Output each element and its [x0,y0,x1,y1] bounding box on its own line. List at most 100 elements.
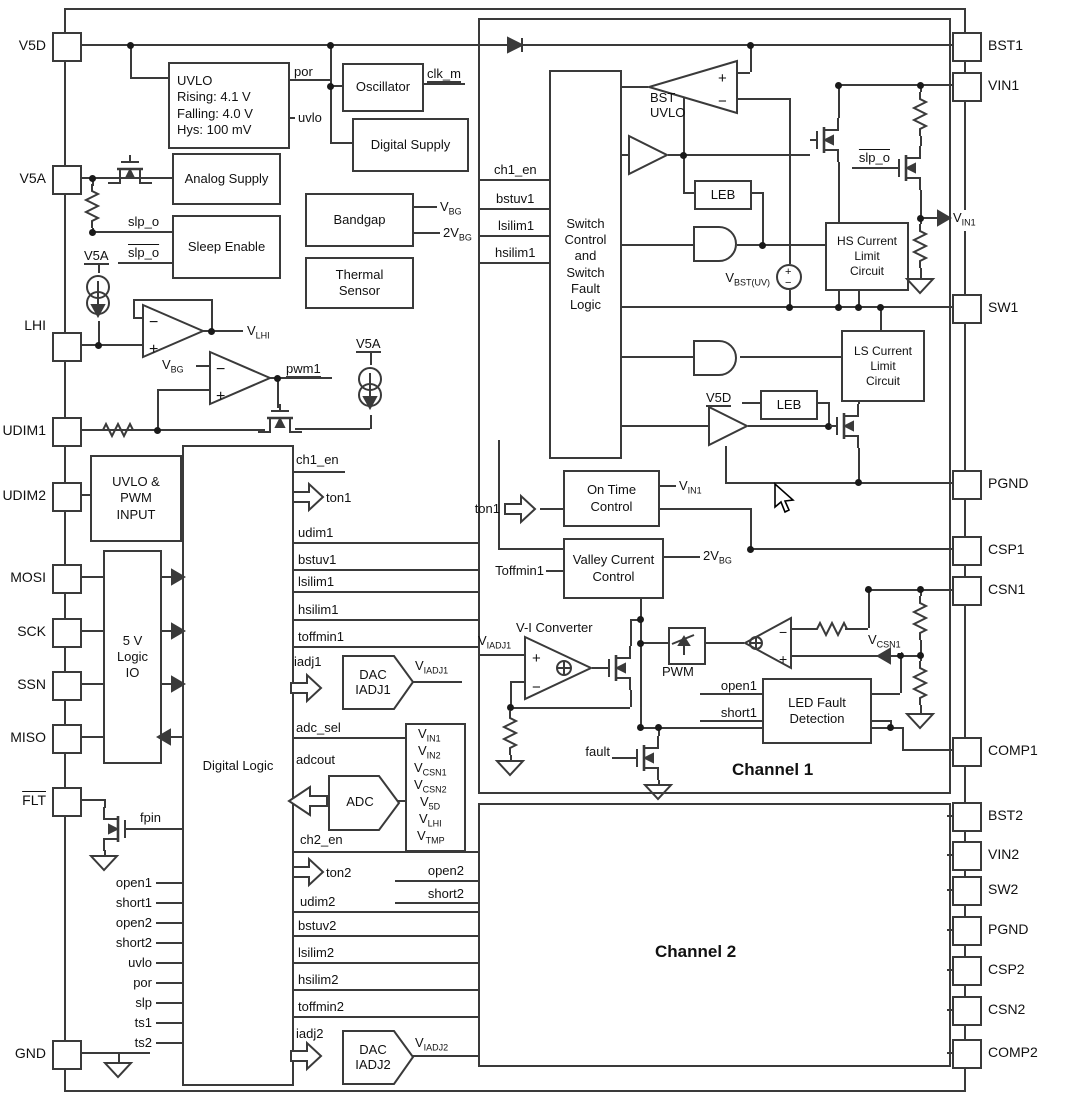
pin-mosi [52,564,82,594]
wire [618,154,628,156]
wire [700,693,762,695]
pin-csn1 [952,576,982,606]
junction-dot [208,328,215,335]
wire [79,683,103,685]
wire [658,780,660,784]
adc-shape [328,775,400,831]
label: UVLO [650,105,686,120]
wire [750,548,952,550]
ch2-en-label: ch2_en [300,832,343,847]
wire [838,84,840,118]
label: IADJ2 [423,1042,449,1053]
pin-v5a [52,165,82,195]
pwm1-current-source-icon [358,367,382,409]
label [292,858,324,886]
label [102,805,134,853]
label: − [779,624,787,640]
label [890,144,922,192]
wire [858,448,860,482]
wire [668,154,810,156]
label: Switch [566,215,605,231]
ton1-ch1-arrow-icon [504,495,536,523]
wire [79,736,103,738]
wire [196,365,210,367]
label: Sensor [338,283,381,298]
wire [420,83,465,85]
wire [618,86,648,88]
viadj1-out-label: VIADJ1 [415,658,448,679]
label: Circuit [849,264,884,278]
oscillator-block: Oscillator [342,63,424,112]
wire [98,264,100,273]
pin-label-pgnd2: PGND [988,921,1029,937]
junction-dot [917,215,924,222]
junction-dot [95,342,102,349]
leb2-block: LEB [760,390,818,420]
iadj1-label: iadj1 [294,654,322,669]
wire [118,1052,120,1062]
label: DAC [359,667,387,682]
ton2-arrow-icon [292,858,324,886]
label: CSN1 [422,767,447,778]
junction-dot [759,242,766,249]
uvlo-signal-label: uvlo [298,110,322,125]
junction-dot [747,546,754,553]
vbstuv-label: VBST(UV) [698,270,770,291]
label: LS Current [853,343,913,358]
ls-fet-icon [828,402,860,450]
ts2-in-label: ts2 [134,1035,152,1050]
wire [157,389,159,430]
wire [290,542,478,544]
flt-ground-icon [90,855,118,871]
label: BG [718,555,732,566]
label [104,1062,132,1078]
wire [330,142,352,144]
por-label: por [294,64,313,79]
pin-label-v5a: V5A [19,170,46,186]
pin-sck [52,618,82,648]
label: V [725,270,734,285]
fault-fet-icon [628,734,660,782]
junction-dot [917,652,924,659]
label: HS Current [836,234,898,248]
label: V [417,828,426,843]
label [878,649,890,663]
wire [79,630,103,632]
wire [742,402,760,404]
wire [902,749,952,751]
pin-label-comp1: COMP1 [988,742,1038,758]
label [503,37,535,53]
label: LED Fault [788,694,846,710]
pin-label-ssn: SSN [17,676,46,692]
label [290,1042,322,1070]
wire [65,8,966,10]
wire [737,72,750,74]
wire [740,356,841,358]
label: IN1 [426,733,441,744]
bstuv1-label: bstuv1 [298,552,337,567]
csn-res-bot-icon [913,660,927,706]
vi-converter-label: V-I Converter [516,620,593,635]
label: V [868,632,877,647]
label: CSN1 [876,639,901,650]
ton1-label: ton1 [326,490,352,505]
iadj2-label: iadj2 [296,1026,324,1041]
wire [748,425,830,427]
wire [478,208,549,210]
label [343,1031,413,1084]
pin-flt [52,787,82,817]
and2-gate-icon [693,340,737,376]
wire [640,642,668,644]
junction-dot [917,586,924,593]
wire [852,167,892,169]
vi-opamp-icon: +− [524,636,592,700]
iadj2-arrow-icon [290,1042,322,1070]
pin-label-comp2: COMP2 [988,1044,1038,1060]
label: LHI [255,330,270,341]
wire [890,720,892,727]
csn-ground-icon [906,713,934,729]
wire [168,736,184,738]
ton1-ch1-label: ton1 [474,501,500,516]
